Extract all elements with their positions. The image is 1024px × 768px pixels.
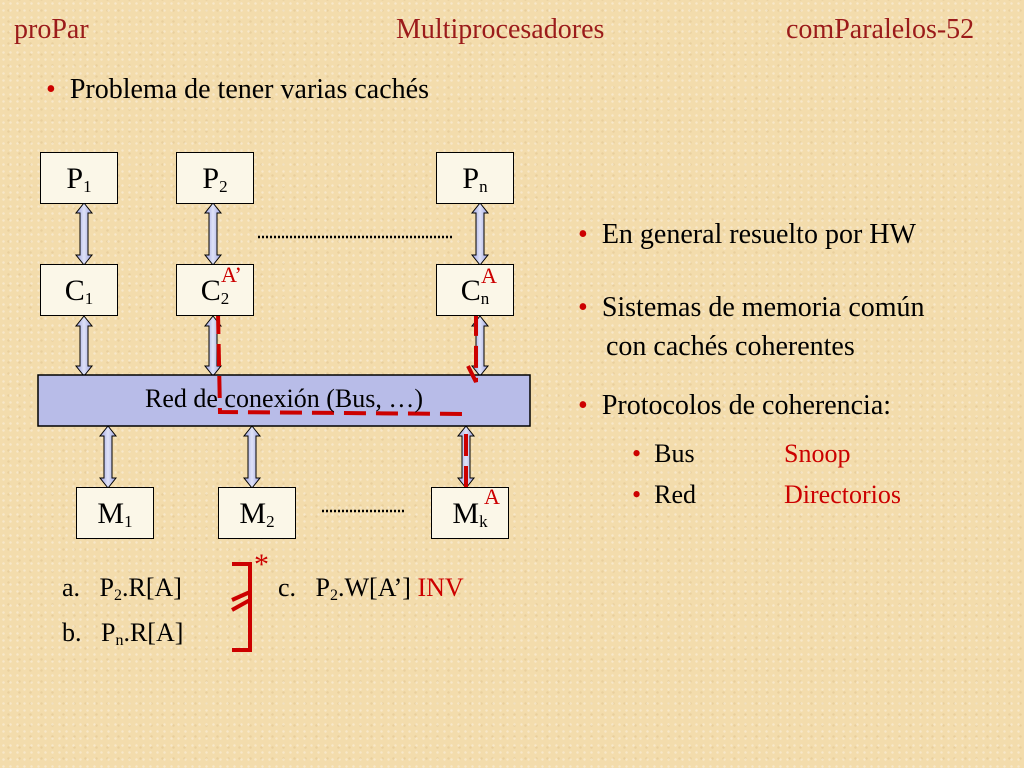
arrow-pn-cn (470, 202, 490, 266)
bullet-shared-memory: • Sistemas de memoria común (578, 292, 925, 323)
memory-box-1: M1 (76, 487, 154, 539)
cache-box-1: C1 (40, 264, 118, 316)
arrow-p1-c1 (74, 202, 94, 266)
protocol-method-directorios: Directorios (784, 480, 901, 509)
operation-b: b. Pn.R[A] (62, 618, 184, 649)
bullet-dot: • (46, 74, 56, 105)
bullet-dot: • (578, 292, 588, 323)
memory-box-k: Mk (431, 487, 509, 539)
processor-box-1: P1 (40, 152, 118, 204)
bullet-dot: • (632, 480, 642, 509)
bus-label: Red de conexión (Bus, …) (144, 384, 423, 413)
cache-box-n: Cn (436, 264, 514, 316)
arrow-bus-m1 (98, 425, 118, 489)
operation-c: c. P2.W[A’] INV (278, 573, 464, 604)
protocol-row-bus: • Bus (632, 439, 695, 468)
cache-box-2: C2 (176, 264, 254, 316)
red-data-path (216, 300, 478, 488)
bullet-protocols: • Protocolos de coherencia: (578, 390, 892, 421)
bracket-top (231, 562, 252, 612)
invalidate-note: INV (417, 573, 464, 602)
cache-2-tag: A’ (221, 262, 242, 287)
arrow-bus-m2 (242, 425, 262, 489)
title-bullet-text: Problema de tener varias cachés (69, 74, 429, 105)
slide-title: Multiprocesadores (396, 14, 605, 45)
arrow-c1-bus (74, 315, 94, 377)
protocol-row-red: • Red (632, 480, 696, 509)
title-bullet: • Problema de tener varias cachés (46, 74, 429, 106)
bus-bar (37, 374, 531, 427)
protocol-method-snoop: Snoop (784, 439, 851, 468)
bullet-dot: • (578, 390, 588, 421)
bullet-dot: • (632, 439, 642, 468)
memory-k-tag: A (484, 484, 500, 509)
memory-box-2: M2 (218, 487, 296, 539)
processor-box-2: P2 (176, 152, 254, 204)
bracket-bottom (231, 588, 252, 652)
processor-box-n: Pn (436, 152, 514, 204)
bracket-star: * (254, 548, 269, 581)
arrow-p2-c2 (203, 202, 223, 266)
header-right: comParalelos-52 (786, 14, 975, 45)
bullet-hw: • En general resuelto por HW (578, 219, 916, 250)
bullet-shared-memory-line2: con cachés coherentes (606, 331, 855, 362)
cache-n-tag: A (481, 263, 497, 288)
bullet-dot: • (578, 219, 588, 250)
header-left: proPar (14, 14, 89, 45)
operation-a: a. P2.R[A] (62, 573, 182, 604)
